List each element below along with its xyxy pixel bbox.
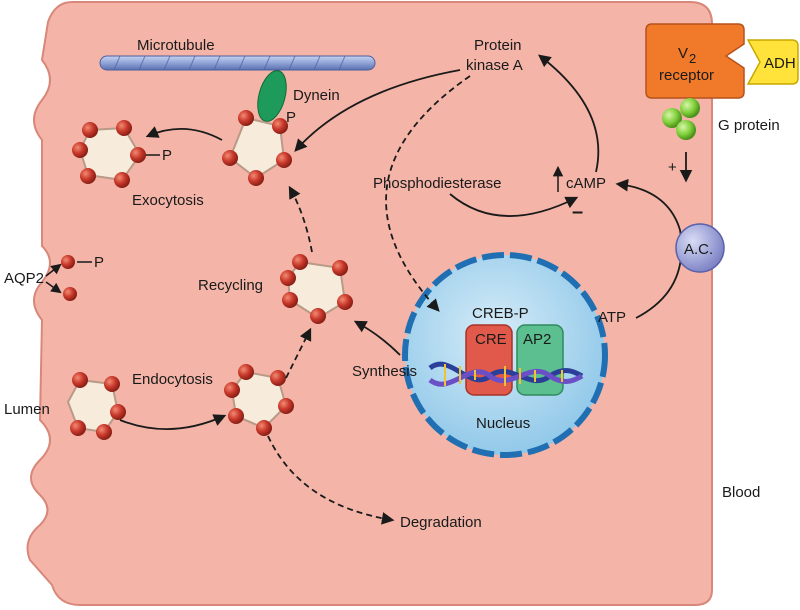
- nucleus-label: Nucleus: [476, 415, 530, 432]
- arrow-dynein-to-exocytosis: [145, 126, 223, 141]
- g-protein-label: G protein: [718, 117, 780, 134]
- ac-label: A.C.: [684, 241, 713, 258]
- g-protein: [662, 98, 700, 140]
- vesicle-endocytosis: [66, 372, 126, 440]
- microtubule: [99, 55, 376, 71]
- adh-label: ADH: [764, 55, 796, 72]
- camp-label: cAMP: [566, 175, 606, 192]
- pka-label-line2: kinase A: [466, 57, 523, 74]
- endocytosis-label: Endocytosis: [132, 371, 213, 388]
- adh-hormone: [746, 39, 799, 85]
- arrow-camp-to-pka: [538, 54, 600, 173]
- vesicle-recycling: [280, 254, 353, 324]
- v2-receptor: [645, 23, 745, 99]
- cre-label: CRE: [475, 331, 507, 348]
- vesicle-exocytosis: [72, 120, 146, 188]
- vesicle-internalized: [224, 364, 294, 436]
- phosphodiesterase-label: Phosphodiesterase: [373, 175, 501, 192]
- arrow-pka-to-dynein-vesicle: [294, 69, 461, 152]
- dynein-label: Dynein: [293, 87, 340, 104]
- arrow-aqp2-bottom: [45, 281, 62, 294]
- dna-helix: [428, 361, 584, 387]
- minus-sign: –: [572, 201, 583, 223]
- lumen-label: Lumen: [4, 401, 50, 418]
- adenylate-cyclase: [675, 223, 725, 273]
- phospho-label-exocytosis: P: [162, 147, 172, 164]
- exocytosis-label: Exocytosis: [132, 192, 204, 209]
- arrow-atp-to-camp: [615, 178, 683, 319]
- creb-p-label: CREB-P: [472, 305, 529, 322]
- pka-label-line1: Protein: [474, 37, 522, 54]
- arrow-recycling-to-dynein-vesicle: [288, 185, 313, 253]
- arrow-to-degradation: [267, 435, 395, 525]
- arrow-endocytosis-to-internal: [119, 414, 227, 430]
- dynein-motor: [257, 70, 287, 122]
- blood-label: Blood: [722, 484, 760, 501]
- cell-body: [26, 1, 713, 606]
- synthesis-label: Synthesis: [352, 363, 417, 380]
- aqp2-membrane-channel: [61, 255, 77, 301]
- vesicle-dynein: [222, 110, 292, 186]
- arrow-pde-inhibit-camp: [449, 193, 579, 217]
- aqp2-label: AQP2: [4, 270, 44, 287]
- v2-receptor-subscript: 2: [689, 51, 696, 66]
- plus-sign: +: [668, 159, 677, 176]
- v2-receptor-word: receptor: [659, 67, 714, 84]
- phospho-label-aqp2: P: [94, 254, 104, 271]
- arrow-pka-to-nucleus: [385, 75, 471, 312]
- atp-label: ATP: [598, 309, 626, 326]
- arrow-aqp2-top: [45, 263, 62, 277]
- phospho-label-dynein: P: [286, 109, 296, 126]
- arrow-internal-to-recycling: [285, 327, 312, 379]
- degradation-label: Degradation: [400, 514, 482, 531]
- microtubule-label: Microtubule: [137, 37, 215, 54]
- ap2-label: AP2: [523, 331, 551, 348]
- v2-receptor-v: V: [678, 45, 688, 62]
- recycling-label: Recycling: [198, 277, 263, 294]
- arrow-synthesis-to-recycling: [353, 320, 401, 356]
